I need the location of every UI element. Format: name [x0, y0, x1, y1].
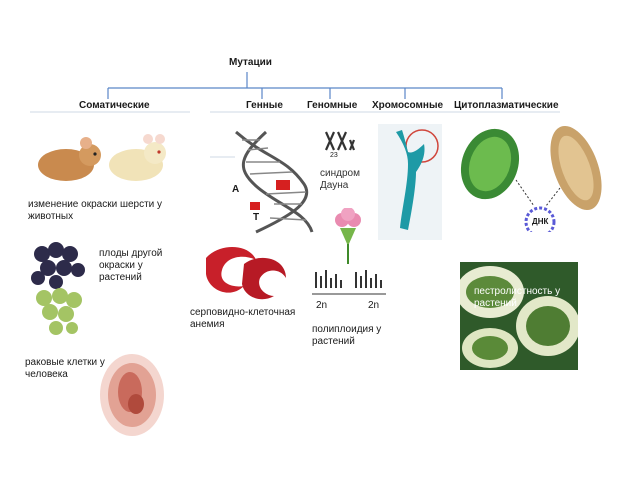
fur-color-label: изменение окраски шерсти у животных: [28, 199, 163, 222]
dna-letter-t: Т: [253, 212, 260, 223]
dna-ring-label: ДНК: [532, 217, 549, 226]
variegated-leaves-illustration: [460, 262, 578, 370]
fruit-color-label: плоды другой окраски у растений: [99, 248, 163, 283]
sickle-anemia-label: серповидно-клеточная анемия: [190, 307, 296, 330]
cancer-tissue-illustration: [100, 354, 164, 436]
category-somatic: Соматические: [79, 100, 150, 111]
sickle-cells-illustration: [206, 246, 286, 300]
chromosome-mutation-illustration: [378, 124, 442, 240]
cancer-cells-label: раковые клетки у человека: [25, 357, 105, 380]
root-title: Мутации: [229, 57, 272, 68]
down-syndrome-label: синдром Дауна: [320, 168, 360, 191]
flower-illustration: [335, 208, 361, 264]
ploidy-left-label: 2n: [316, 300, 328, 311]
polyploidy-label: полиплоидия у растений: [312, 324, 382, 347]
category-chromosomal: Хромосомные: [372, 100, 444, 111]
dna-helix-illustration: [235, 130, 314, 234]
grapes-illustration: [31, 242, 85, 335]
category-cytoplasmic: Цитоплазматические: [454, 100, 559, 111]
organelles-illustration: [460, 125, 602, 232]
ploidy-right-label: 2n: [368, 300, 380, 311]
mice-illustration: [38, 134, 166, 181]
chromosome-21-illustration: [324, 131, 356, 151]
dna-letter-a: А: [232, 184, 240, 195]
category-gene: Генные: [246, 100, 283, 111]
category-genomic: Геномные: [307, 100, 358, 111]
variegation-label: пестролистность у растений: [474, 286, 561, 309]
polyploidy-karyotype-illustration: [312, 270, 386, 295]
chromosome-number: 23: [330, 152, 338, 159]
